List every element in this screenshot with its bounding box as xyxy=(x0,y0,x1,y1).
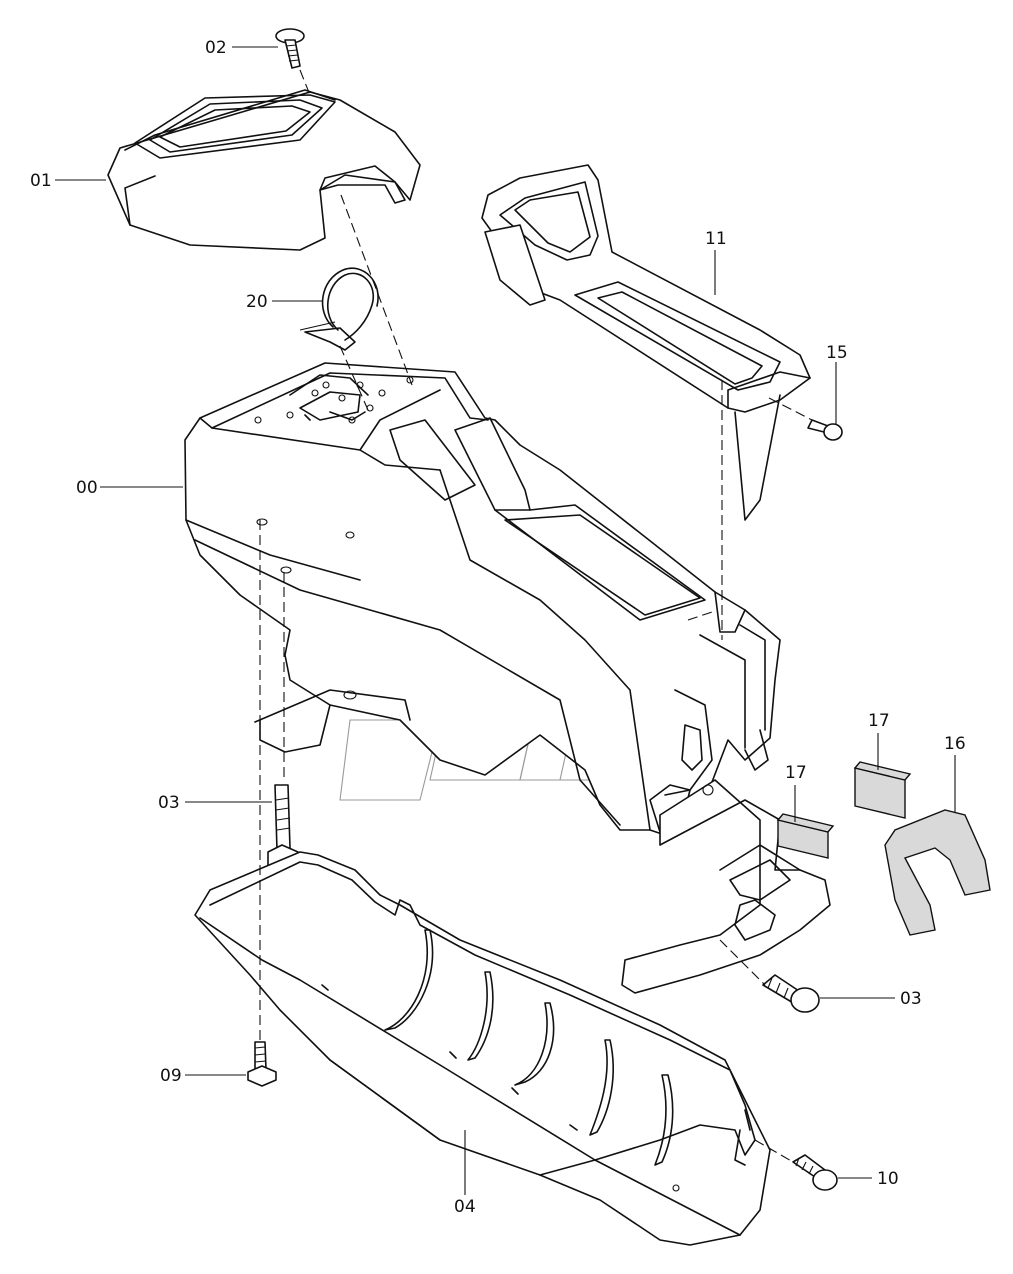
label-15: 15 xyxy=(826,343,848,363)
part-16-u-foam xyxy=(884,809,991,936)
part-10-screw xyxy=(792,1154,838,1191)
label-02: 02 xyxy=(205,38,227,58)
label-16: 16 xyxy=(944,734,966,754)
label-00: 00 xyxy=(76,478,98,498)
part-15-screw xyxy=(807,419,843,441)
leader-lines xyxy=(55,46,956,1195)
part-20-cable-tie xyxy=(299,267,379,351)
label-01: 01 xyxy=(30,171,52,191)
part-00-main-console xyxy=(184,362,781,836)
part-17-foam-pad-b xyxy=(776,813,835,859)
label-20: 20 xyxy=(246,292,268,312)
part-01-top-cover xyxy=(107,89,421,251)
assembly-centerlines xyxy=(259,69,813,1163)
part-03-bolt-right xyxy=(762,974,820,1013)
part-labels: 02 01 20 00 03 11 15 17 17 16 03 09 10 0… xyxy=(30,38,966,1217)
label-09: 09 xyxy=(160,1066,182,1086)
label-11: 11 xyxy=(705,229,727,249)
label-03-right: 03 xyxy=(900,989,922,1009)
label-04: 04 xyxy=(454,1197,476,1217)
part-04-bottom-tray xyxy=(194,851,771,1246)
label-17-lower: 17 xyxy=(785,763,807,783)
label-03-left: 03 xyxy=(158,793,180,813)
part-11-console-tray xyxy=(481,164,811,521)
part-02-screw xyxy=(275,28,305,69)
label-17-upper: 17 xyxy=(868,711,890,731)
part-17-foam-pad-a xyxy=(853,761,912,819)
part-09-screw xyxy=(247,1041,277,1087)
label-10: 10 xyxy=(877,1169,899,1189)
